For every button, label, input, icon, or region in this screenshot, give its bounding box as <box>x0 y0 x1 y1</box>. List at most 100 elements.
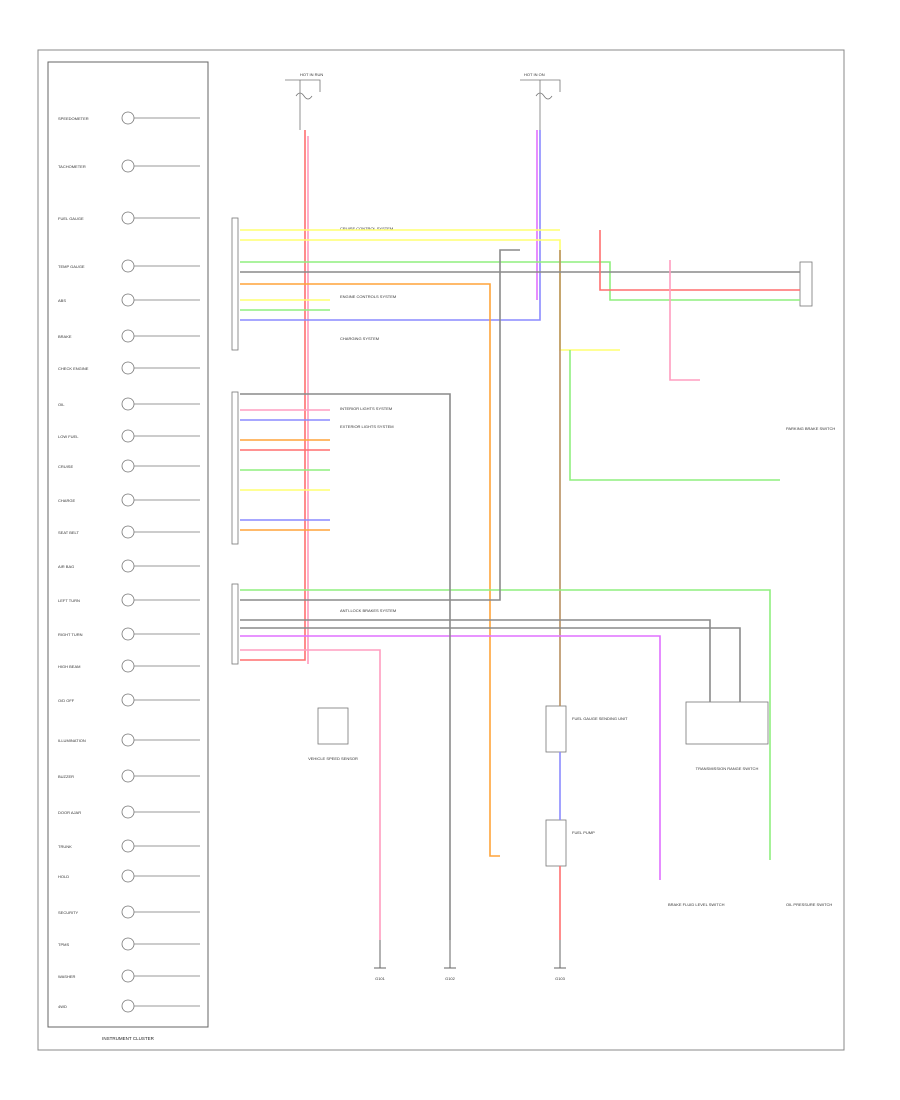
fuel-sender: FUEL GAUGE SENDING UNIT <box>545 705 628 753</box>
svg-text:ABS: ABS <box>58 298 66 303</box>
cluster-item: BUZZER <box>58 769 200 783</box>
cluster-item: AIR BAG <box>58 559 200 573</box>
svg-text:OIL: OIL <box>58 402 65 407</box>
label-interior: INTERIOR LIGHTS SYSTEM <box>340 406 392 411</box>
wire-gray <box>240 619 711 702</box>
label-charging: CHARGING SYSTEM <box>340 336 379 341</box>
wire-blue <box>240 130 541 321</box>
svg-text:LEFT TURN: LEFT TURN <box>58 598 80 603</box>
cluster-item: LEFT TURN <box>58 593 200 607</box>
connector-d <box>799 261 813 307</box>
cluster-item: LOW FUEL <box>58 429 200 443</box>
svg-text:G102: G102 <box>445 976 456 981</box>
wire-violet <box>240 635 661 880</box>
wire-green <box>240 261 800 301</box>
cluster-item: FUEL GAUGE <box>58 211 200 225</box>
label-oil: OIL PRESSURE SWITCH <box>786 902 832 907</box>
label-brake-fluid: BRAKE FLUID LEVEL SWITCH <box>668 902 725 907</box>
ground-1: G101 <box>374 940 386 981</box>
svg-text:BRAKE: BRAKE <box>58 334 72 339</box>
svg-text:LOW FUEL: LOW FUEL <box>58 434 79 439</box>
cluster-item: ILLUMINATION <box>58 733 200 747</box>
wire-red <box>240 130 306 661</box>
cluster-item: SPEEDOMETER <box>58 111 200 125</box>
cluster-item: DOOR AJAR <box>58 805 200 819</box>
connector-b <box>231 391 239 545</box>
cluster-item: TPMS <box>58 937 200 951</box>
cluster-item: RIGHT TURN <box>58 627 200 641</box>
svg-text:VEHICLE SPEED SENSOR: VEHICLE SPEED SENSOR <box>308 756 358 761</box>
cluster-item: CHARGE <box>58 493 200 507</box>
cluster-item: HIGH BEAM <box>58 659 200 673</box>
wire-green <box>569 350 780 481</box>
label-abs: ANTI-LOCK BRAKES SYSTEM <box>340 608 396 613</box>
wire-red <box>599 230 800 291</box>
cluster-item: TRUNK <box>58 839 200 853</box>
fuse-block-2: HOT IN ON <box>520 72 561 130</box>
wire-pink <box>240 649 381 940</box>
svg-text:O/D OFF: O/D OFF <box>58 698 75 703</box>
cluster-item: 4WD <box>58 999 200 1013</box>
diagram-frame <box>37 49 845 1051</box>
label-cruise: CRUISE CONTROL SYSTEM <box>340 226 393 231</box>
cluster-items: SPEEDOMETER TACHOMETER FUEL GAUGE TEMP GAUG… <box>58 111 200 1013</box>
ground-2: G102 <box>444 940 456 981</box>
fuel-pump: FUEL PUMP <box>545 819 595 867</box>
svg-text:FUEL GAUGE: FUEL GAUGE <box>58 216 84 221</box>
svg-text:HOLD: HOLD <box>58 874 69 879</box>
svg-text:TRUNK: TRUNK <box>58 844 72 849</box>
svg-text:HIGH BEAM: HIGH BEAM <box>58 664 80 669</box>
cluster-item: OIL <box>58 397 200 411</box>
trans-range-switch: TRANSMISSION RANGE SWITCH <box>685 701 769 771</box>
label-parking: PARKING BRAKE SWITCH <box>786 426 835 431</box>
wire-gray <box>240 393 451 940</box>
svg-text:TRANSMISSION RANGE SWITCH: TRANSMISSION RANGE SWITCH <box>696 766 759 771</box>
cluster-item: TEMP GAUGE <box>58 259 200 273</box>
svg-text:HOT IN RUN: HOT IN RUN <box>300 72 323 77</box>
wire-yellow <box>240 239 620 351</box>
svg-text:FUEL GAUGE SENDING UNIT: FUEL GAUGE SENDING UNIT <box>572 716 628 721</box>
wire-gray <box>240 249 520 601</box>
cluster-item: HOLD <box>58 869 200 883</box>
svg-text:G101: G101 <box>375 976 386 981</box>
svg-text:TEMP GAUGE: TEMP GAUGE <box>58 264 85 269</box>
cluster-item: SECURITY <box>58 905 200 919</box>
svg-text:TPMS: TPMS <box>58 942 69 947</box>
svg-text:BUZZER: BUZZER <box>58 774 74 779</box>
svg-text:DOOR AJAR: DOOR AJAR <box>58 810 81 815</box>
svg-text:SECURITY: SECURITY <box>58 910 79 915</box>
cluster-item: ABS <box>58 293 200 307</box>
svg-text:4WD: 4WD <box>58 1004 67 1009</box>
svg-text:FUEL PUMP: FUEL PUMP <box>572 830 595 835</box>
label-engine: ENGINE CONTROLS SYSTEM <box>340 294 396 299</box>
cluster-item: CRUISE <box>58 459 200 473</box>
cluster-box <box>47 61 209 1028</box>
cluster-item: WASHER <box>58 969 200 983</box>
fuse-block-1: HOT IN RUN <box>285 72 323 130</box>
svg-text:ILLUMINATION: ILLUMINATION <box>58 738 86 743</box>
svg-text:AIR BAG: AIR BAG <box>58 564 74 569</box>
cluster-item: TACHOMETER <box>58 159 200 173</box>
connector-c <box>231 583 239 665</box>
cluster-item: CHECK ENGINE <box>58 361 200 375</box>
cluster-item: SEAT BELT <box>58 525 200 539</box>
wire-gray <box>240 627 741 702</box>
vss: VEHICLE SPEED SENSOR <box>308 707 358 761</box>
cluster-title: INSTRUMENT CLUSTER <box>102 1036 154 1041</box>
cluster-item: BRAKE <box>58 329 200 343</box>
wires <box>240 130 800 940</box>
svg-text:RIGHT TURN: RIGHT TURN <box>58 632 83 637</box>
svg-text:CHECK ENGINE: CHECK ENGINE <box>58 366 89 371</box>
cluster-item: O/D OFF <box>58 693 200 707</box>
ground-3: G103 <box>554 940 566 981</box>
label-exterior: EXTERIOR LIGHTS SYSTEM <box>340 424 394 429</box>
wire-orange <box>240 283 500 857</box>
svg-text:CHARGE: CHARGE <box>58 498 75 503</box>
svg-text:SEAT BELT: SEAT BELT <box>58 530 79 535</box>
svg-text:HOT IN ON: HOT IN ON <box>524 72 545 77</box>
svg-text:TACHOMETER: TACHOMETER <box>58 164 86 169</box>
svg-text:CRUISE: CRUISE <box>58 464 73 469</box>
wire-pink <box>669 260 700 381</box>
svg-text:SPEEDOMETER: SPEEDOMETER <box>58 116 89 121</box>
